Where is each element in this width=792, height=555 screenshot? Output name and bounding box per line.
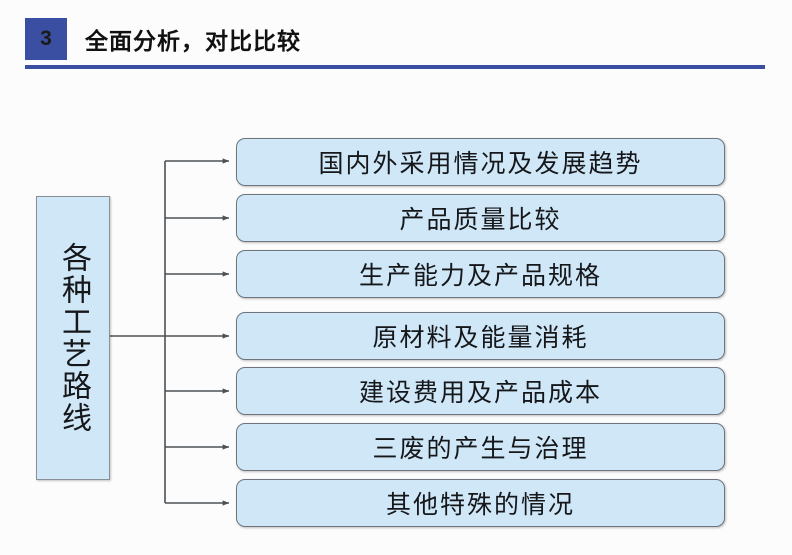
root-node-label: 各种工艺路线	[56, 242, 90, 434]
process-box-5[interactable]: 建设费用及产品成本	[236, 367, 725, 415]
process-box-1-label: 国内外采用情况及发展趋势	[318, 151, 643, 178]
process-box-3[interactable]: 生产能力及产品规格	[236, 250, 725, 298]
process-box-1[interactable]: 国内外采用情况及发展趋势	[236, 138, 725, 186]
process-box-2-label: 产品质量比较	[399, 207, 562, 234]
header-divider	[25, 65, 765, 69]
connector-lines	[110, 158, 230, 506]
page-header: 3 全面分析，对比比较	[0, 0, 792, 72]
process-box-7[interactable]: 其他特殊的情况	[236, 479, 725, 527]
process-box-4-label: 原材料及能量消耗	[372, 325, 589, 352]
section-number-badge: 3	[25, 18, 67, 60]
root-node-process-routes[interactable]: 各种工艺路线	[36, 196, 110, 480]
process-box-4[interactable]: 原材料及能量消耗	[236, 312, 725, 360]
process-box-3-label: 生产能力及产品规格	[358, 263, 602, 290]
process-box-6-label: 三废的产生与治理	[372, 436, 589, 463]
process-box-2[interactable]: 产品质量比较	[236, 194, 725, 242]
page-title: 全面分析，对比比较	[85, 28, 301, 54]
process-box-5-label: 建设费用及产品成本	[358, 380, 602, 407]
process-comparison-diagram: 各种工艺路线 国内外采用情况及发展趋势 产品质量比较 生产能力及产品规格 原材料…	[0, 72, 792, 555]
process-box-6[interactable]: 三废的产生与治理	[236, 423, 725, 471]
process-box-7-label: 其他特殊的情况	[385, 492, 575, 519]
